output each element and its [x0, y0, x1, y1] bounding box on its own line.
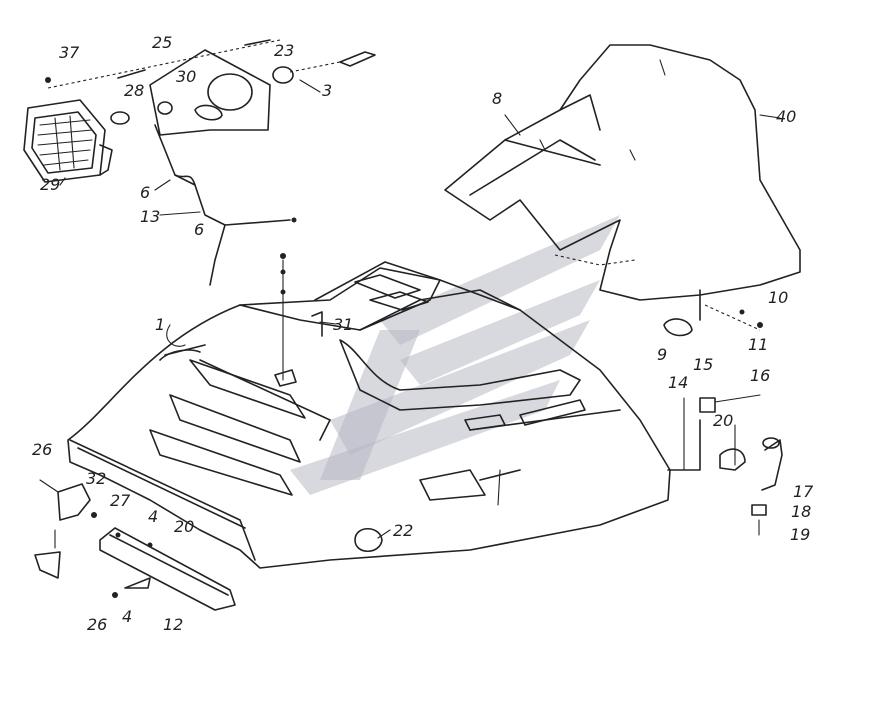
callout-6a: 6 [140, 183, 150, 202]
hood-assembly [67, 261, 701, 569]
callout-26b: 26 [87, 615, 107, 634]
callout-9: 9 [657, 345, 667, 364]
callout-16: 16 [750, 366, 770, 385]
callout-29: 29 [40, 175, 60, 194]
callout-26a: 26 [32, 440, 52, 459]
callout-3: 3 [322, 81, 332, 100]
callout-31: 31 [333, 315, 353, 334]
callout-19: 19 [790, 525, 810, 544]
callout-27: 27 [110, 491, 131, 510]
callout-10: 10 [768, 288, 788, 307]
callout-37: 37 [59, 43, 80, 62]
callout-11: 11 [748, 335, 768, 354]
fastener-stack [274, 253, 323, 387]
callout-18: 18 [791, 502, 811, 521]
callout-40: 40 [776, 107, 796, 126]
callout-23: 23 [274, 41, 294, 60]
windshield [444, 44, 801, 301]
callout-28: 28 [124, 81, 144, 100]
callout-30: 30 [176, 67, 196, 86]
callout-20b: 20 [174, 517, 194, 536]
callout-6b: 6 [194, 220, 204, 239]
callout-4a: 4 [148, 507, 158, 526]
callout-15: 15 [693, 355, 713, 374]
callout-13: 13 [140, 207, 160, 226]
right-side-hardware [663, 289, 783, 536]
bumper-hardware [34, 479, 236, 611]
callout-32: 32 [86, 469, 106, 488]
callout-20a: 20 [713, 411, 733, 430]
callout-8: 8 [492, 89, 502, 108]
headlight-assembly [23, 39, 376, 286]
callout-22: 22 [393, 521, 413, 540]
leader-lines [59, 79, 781, 539]
callout-12: 12 [163, 615, 183, 634]
callout-labels: 37 25 23 30 28 3 29 6 13 6 8 40 1 31 10 … [32, 33, 814, 634]
callout-1: 1 [155, 315, 165, 334]
callout-4b: 4 [122, 607, 132, 626]
callout-14: 14 [668, 373, 688, 392]
watermark-logo [290, 215, 620, 495]
callout-25: 25 [152, 33, 172, 52]
callout-17: 17 [793, 482, 814, 501]
